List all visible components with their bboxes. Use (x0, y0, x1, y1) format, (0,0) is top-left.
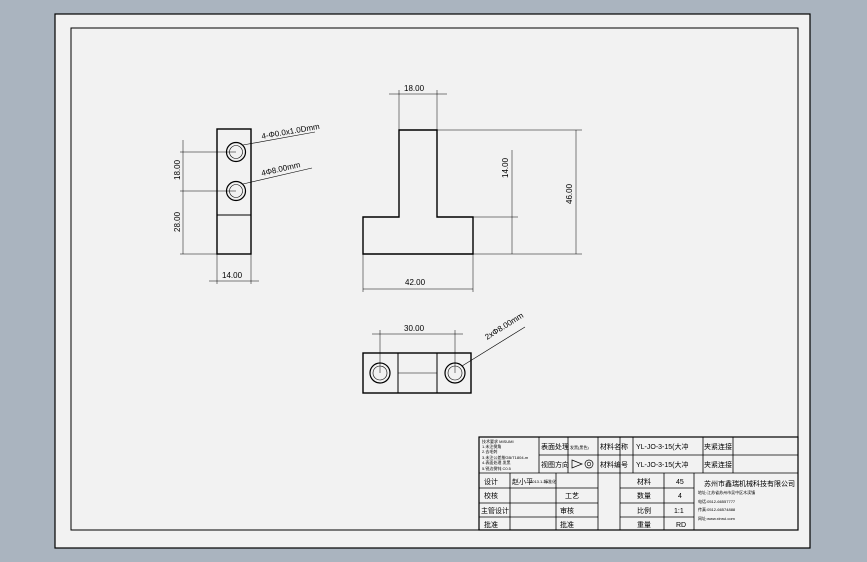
weight-value: RD (676, 522, 686, 529)
scale-value: 1:1 (674, 508, 684, 515)
revision-label: 标准化 (544, 478, 556, 484)
count-value: 4 (678, 493, 682, 500)
surface-treatment-value: 发黑(黑色) (570, 444, 589, 450)
process-label: 工艺 (565, 492, 579, 500)
material-value: YL-JO-3-15(大冲 (636, 442, 689, 451)
weight-label: 重量 (637, 521, 651, 529)
side-view (180, 128, 316, 284)
surface-treatment-label: 表面处理 (541, 442, 569, 451)
tech-note-5: 4.表面处理 发黑 (482, 459, 510, 465)
dim-front-base-width: 42.00 (405, 278, 426, 287)
dim-front-stem-width: 18.00 (404, 84, 425, 93)
company-address: 地址:江苏省苏州市吴中区木渎镇 (698, 489, 755, 495)
design-date: 2013.1.25 (530, 479, 549, 484)
side-view-body (216, 128, 252, 255)
main-design-label: 主管设计 (481, 506, 509, 515)
drawing-name: 夹紧连接 (704, 442, 732, 451)
tech-note-3: 2.去毛刺 (482, 448, 497, 454)
top-view (362, 326, 526, 394)
company-tel: 电话:0512-66557777 (698, 498, 736, 504)
qty-value: 45 (676, 479, 684, 486)
check-label: 校核 (484, 491, 498, 500)
tech-note-1: 技术要求 MISUMI (482, 438, 514, 444)
material-no-label: 材料编号 (600, 460, 628, 469)
qty-label: 材料 (637, 477, 651, 486)
tech-note-6: 5.锐边倒钝 C0.5 (482, 465, 512, 471)
material-label: 材料名称 (600, 442, 628, 451)
approve-label: 批准 (484, 520, 498, 529)
company-fax: 传真:0512-66574888 (698, 506, 736, 512)
design-label: 设计 (484, 477, 498, 486)
count-label: 数量 (637, 491, 651, 500)
dim-front-height: 46.00 (565, 183, 574, 204)
material-no-value: YL-JO-3-15(大冲 (636, 460, 689, 469)
scale-label: 比例 (637, 506, 651, 515)
title-block (478, 436, 799, 531)
tech-note-2: 1.未注倒角 (482, 443, 501, 449)
view-method-label: 视图方向 (541, 460, 569, 469)
approve-sub-label: 批准 (560, 520, 574, 529)
company-name: 苏州市鑫瑞机械科技有限公司 (704, 479, 795, 488)
company-web: 网址:www.xinrui.com (698, 515, 736, 521)
drawing-name-2: 夹紧连接 (704, 460, 732, 469)
tech-note-4: 3.未注公差按GB/T1804-m (482, 454, 529, 460)
dim-front-stem-height: 14.00 (501, 157, 510, 178)
design-name: 赵小平 (512, 477, 533, 486)
dim-side-width: 14.00 (222, 271, 243, 280)
dim-top-hole-spacing: 30.00 (404, 324, 425, 333)
audit-label: 审核 (560, 506, 574, 515)
top-view-body (362, 352, 472, 394)
dim-side-hole-spacing: 18.00 (173, 159, 182, 180)
dim-side-hole-offset: 28.00 (173, 211, 182, 232)
front-view (362, 90, 582, 292)
drawing-frame (70, 27, 799, 531)
paper-border (54, 13, 811, 549)
